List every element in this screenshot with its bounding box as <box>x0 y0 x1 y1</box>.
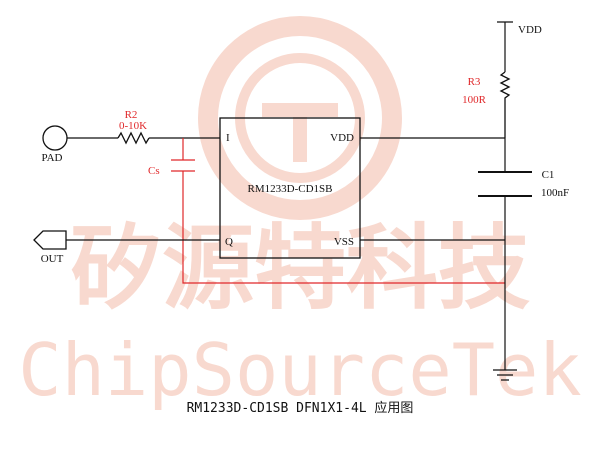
r2-ref: R2 <box>125 109 138 121</box>
vdd-supply-label: VDD <box>518 24 542 36</box>
watermark: 矽源特科技 ChipSourceTek <box>18 16 582 412</box>
resistor-r2 <box>117 131 150 145</box>
r3-value: 100R <box>462 94 487 106</box>
ground-symbol <box>493 369 517 381</box>
ic-pin-vss-label: VSS <box>334 236 354 248</box>
capacitor-c1 <box>478 171 532 197</box>
pad-label: PAD <box>42 152 63 164</box>
cs-label: Cs <box>148 165 160 177</box>
wire-cs-to-ground <box>182 171 505 284</box>
pad-connector <box>42 125 68 151</box>
watermark-latin: ChipSourceTek <box>18 328 582 412</box>
c1-value: 100nF <box>541 187 569 199</box>
capacitor-cs <box>171 159 195 172</box>
out-connector <box>33 230 67 250</box>
out-label: OUT <box>41 253 64 265</box>
resistor-r3 <box>499 71 511 138</box>
vdd-symbol <box>497 21 513 72</box>
diagram-caption: RM1233D-CD1SB DFN1X1-4L 应用图 <box>187 400 414 416</box>
ic-pin-q-label: Q <box>225 236 233 248</box>
ic-pin-vdd-label: VDD <box>330 132 354 144</box>
r2-value: 0-10K <box>119 120 147 132</box>
watermark-chinese: 矽源特科技 <box>70 215 530 322</box>
ic-name: RM1233D-CD1SB <box>248 183 333 195</box>
ic-body <box>219 117 361 259</box>
c1-ref: C1 <box>542 169 555 181</box>
r3-ref: R3 <box>468 76 481 88</box>
ic-pin-i-label: I <box>226 132 230 144</box>
